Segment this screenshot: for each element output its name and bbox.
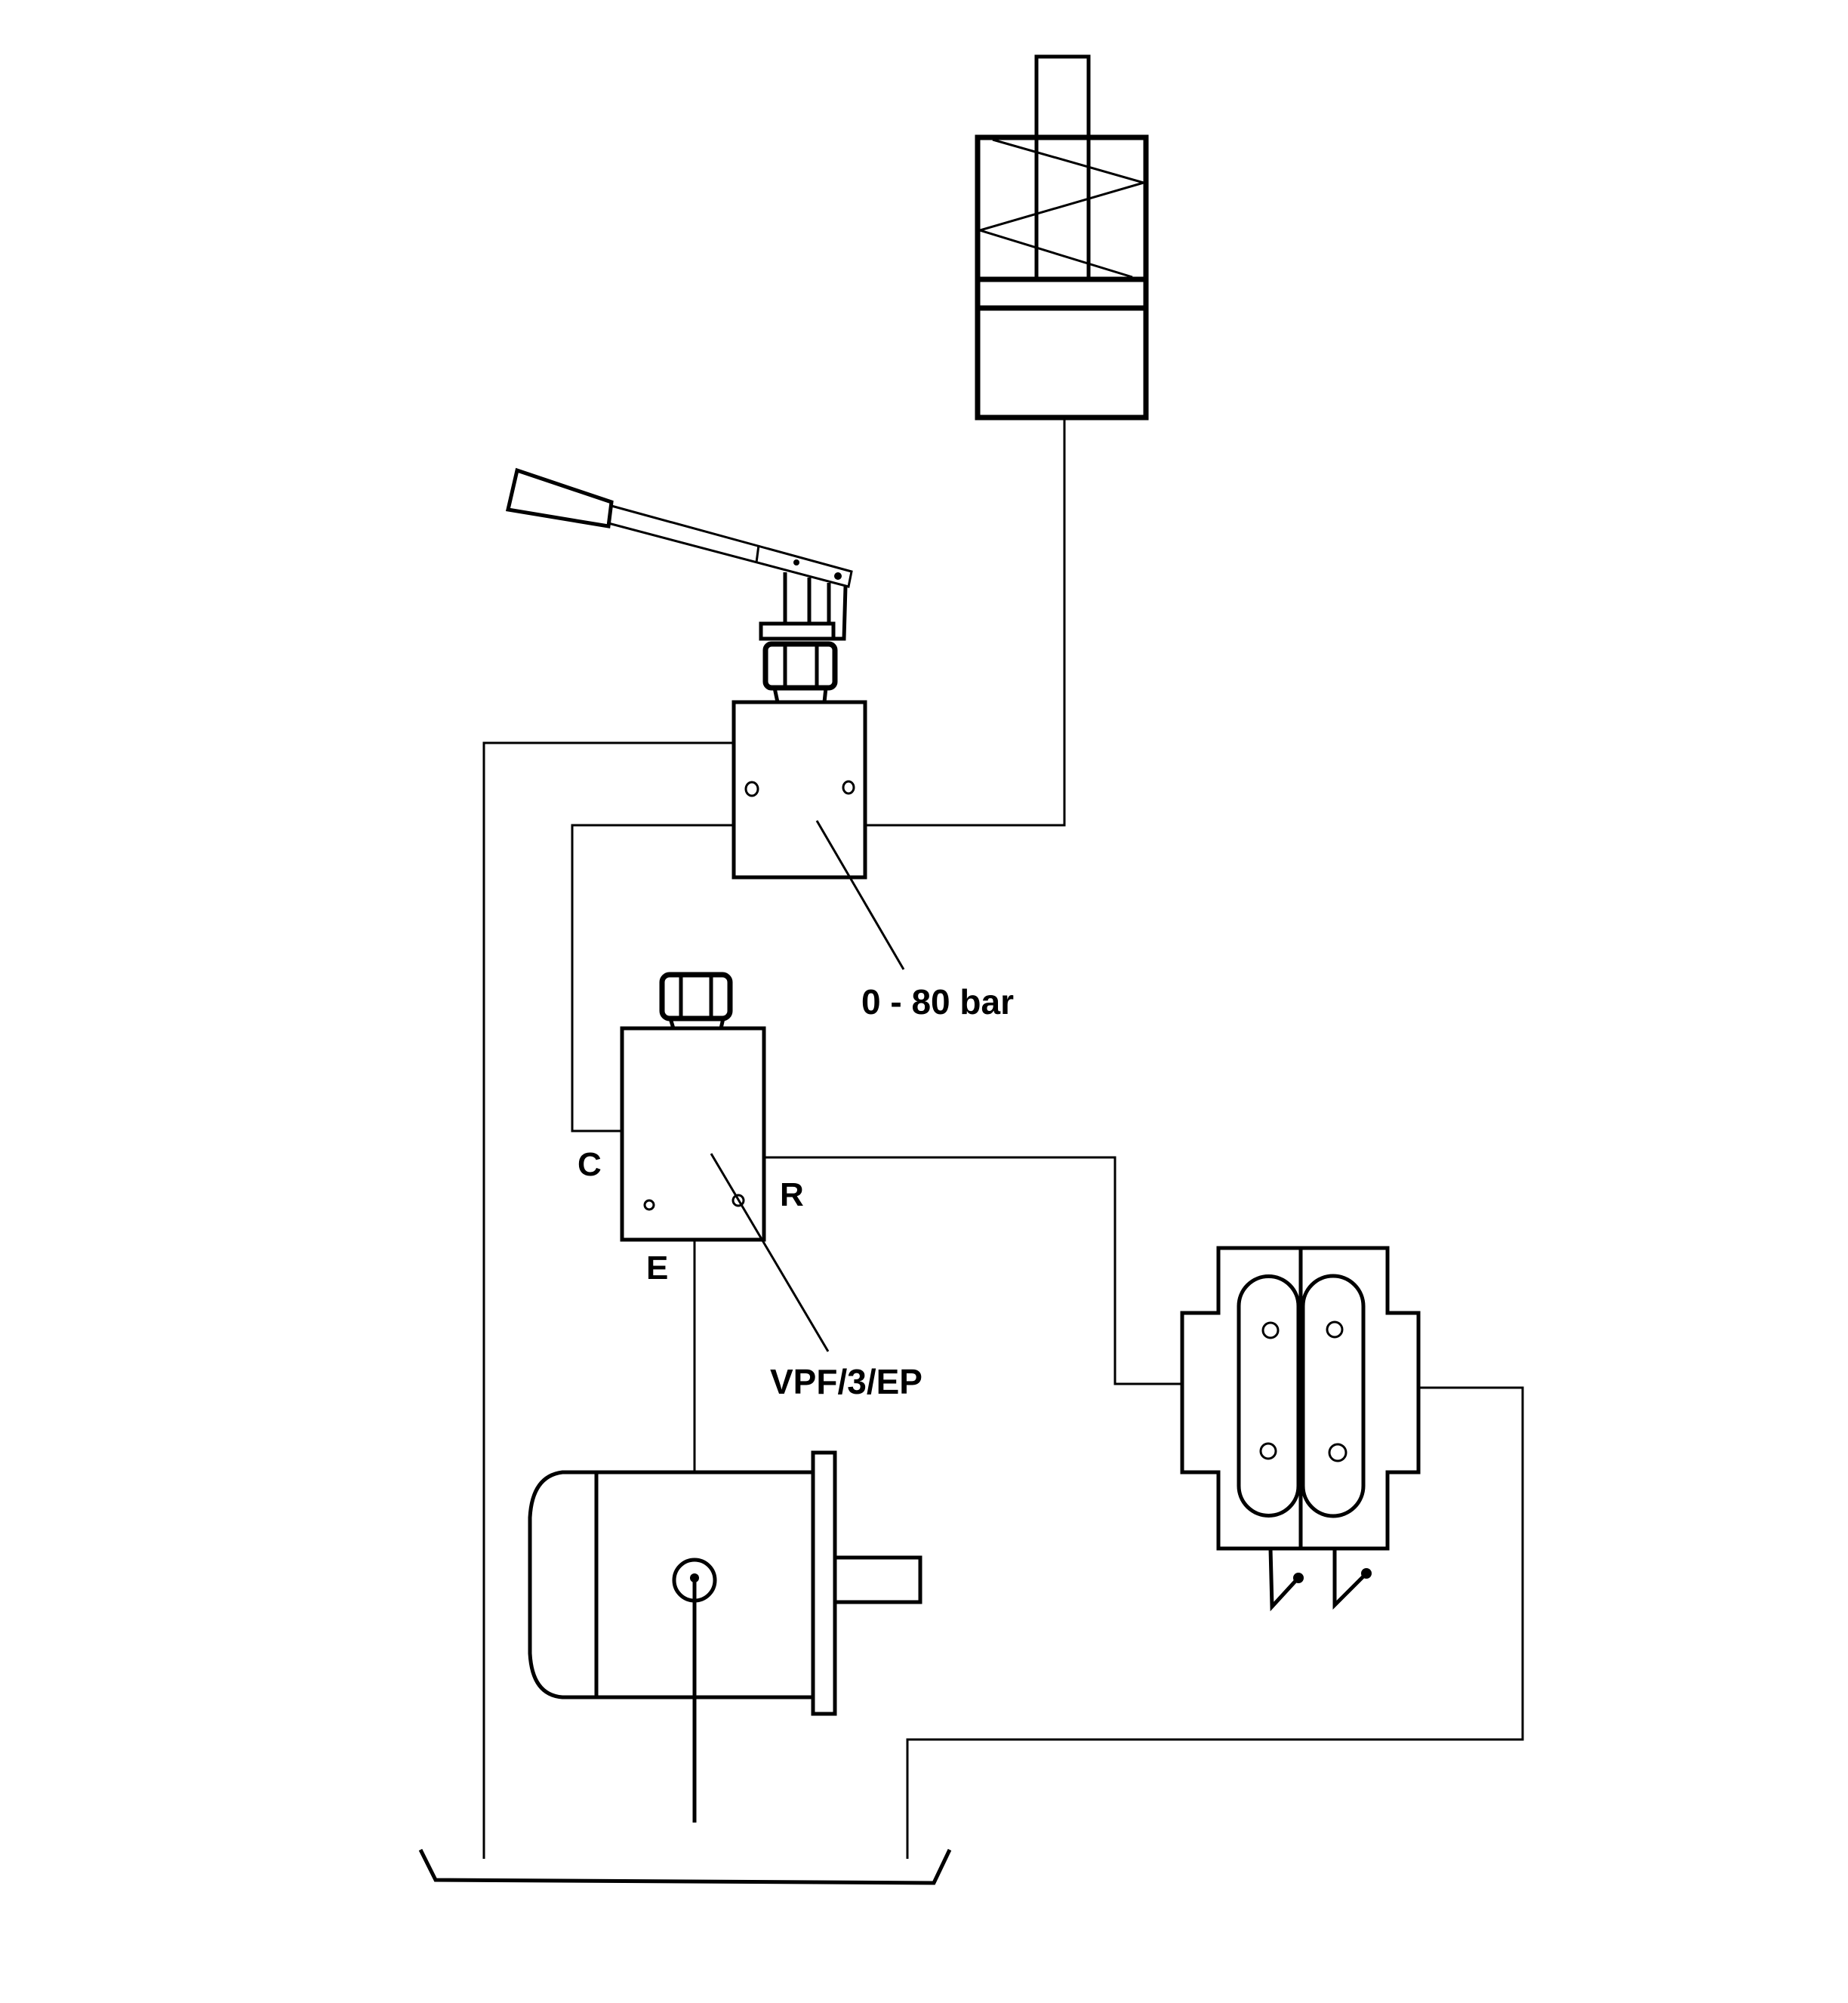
cylinder — [975, 54, 1149, 421]
motor-pump — [528, 1450, 922, 1823]
switch-contact-icon — [1268, 1548, 1298, 1612]
pump-plate — [759, 621, 836, 641]
motor-flange — [811, 1450, 837, 1716]
pressure-leader-line — [815, 820, 905, 970]
mount-hole-icon — [1328, 1443, 1348, 1462]
vpf-leader-line — [710, 1153, 830, 1352]
pump-lever-joint — [755, 544, 760, 563]
motor-body — [594, 1470, 815, 1699]
pipe-cylinder-to-pump — [865, 418, 1066, 827]
pump-pivot-icon — [834, 572, 842, 580]
hand-pump — [505, 467, 853, 703]
pump-neck — [822, 687, 828, 703]
switch-contact-icon — [1332, 1548, 1366, 1610]
pressure-block-body — [732, 700, 867, 880]
vpf-nut — [659, 972, 733, 1022]
pressure-switch — [1180, 1246, 1421, 1612]
switch-contact-dot — [1293, 1573, 1304, 1583]
port-c-label: C — [578, 1146, 602, 1183]
pump-handle-grip — [505, 467, 614, 528]
motor-shaft — [835, 1555, 922, 1604]
port-r-label: R — [780, 1176, 804, 1213]
tank — [418, 1848, 952, 1885]
mount-hole-icon — [643, 1199, 655, 1211]
mount-hole-icon — [842, 780, 855, 795]
mount-hole-icon — [732, 1194, 745, 1207]
pipe-switch-to-tank — [906, 1386, 1524, 1859]
pipe-pump-to-tank — [482, 741, 734, 1859]
pump-handle-lever — [607, 504, 853, 588]
cylinder-rod — [1034, 54, 1091, 282]
mount-hole-icon — [1261, 1321, 1280, 1339]
mount-hole-icon — [1259, 1442, 1277, 1460]
mount-hole-icon — [1326, 1320, 1344, 1339]
motor-end-cap — [528, 1470, 596, 1699]
switch-oval-right — [1301, 1274, 1366, 1518]
vpf-valve — [620, 972, 830, 1352]
pump-neck — [772, 687, 780, 703]
pump-pivot-icon — [793, 559, 799, 565]
pressure-range-label: 0 - 80 bar — [861, 982, 1014, 1022]
port-e-label: E — [646, 1250, 668, 1287]
pressure-block — [732, 700, 905, 970]
vpf-body — [620, 1026, 766, 1242]
pipe-pump-to-vpf-c — [571, 824, 734, 1132]
pipe-vpf-r-to-switch — [764, 1156, 1182, 1385]
valve-model-label: VPF/3/EP — [770, 1362, 922, 1401]
switch-contact-dot — [1361, 1568, 1372, 1579]
switch-oval-left — [1237, 1274, 1301, 1518]
mount-hole-icon — [744, 781, 759, 797]
cylinder-spring-icon — [975, 138, 1148, 279]
pressure-switch-body — [1180, 1246, 1421, 1551]
pump-nut — [762, 641, 838, 691]
